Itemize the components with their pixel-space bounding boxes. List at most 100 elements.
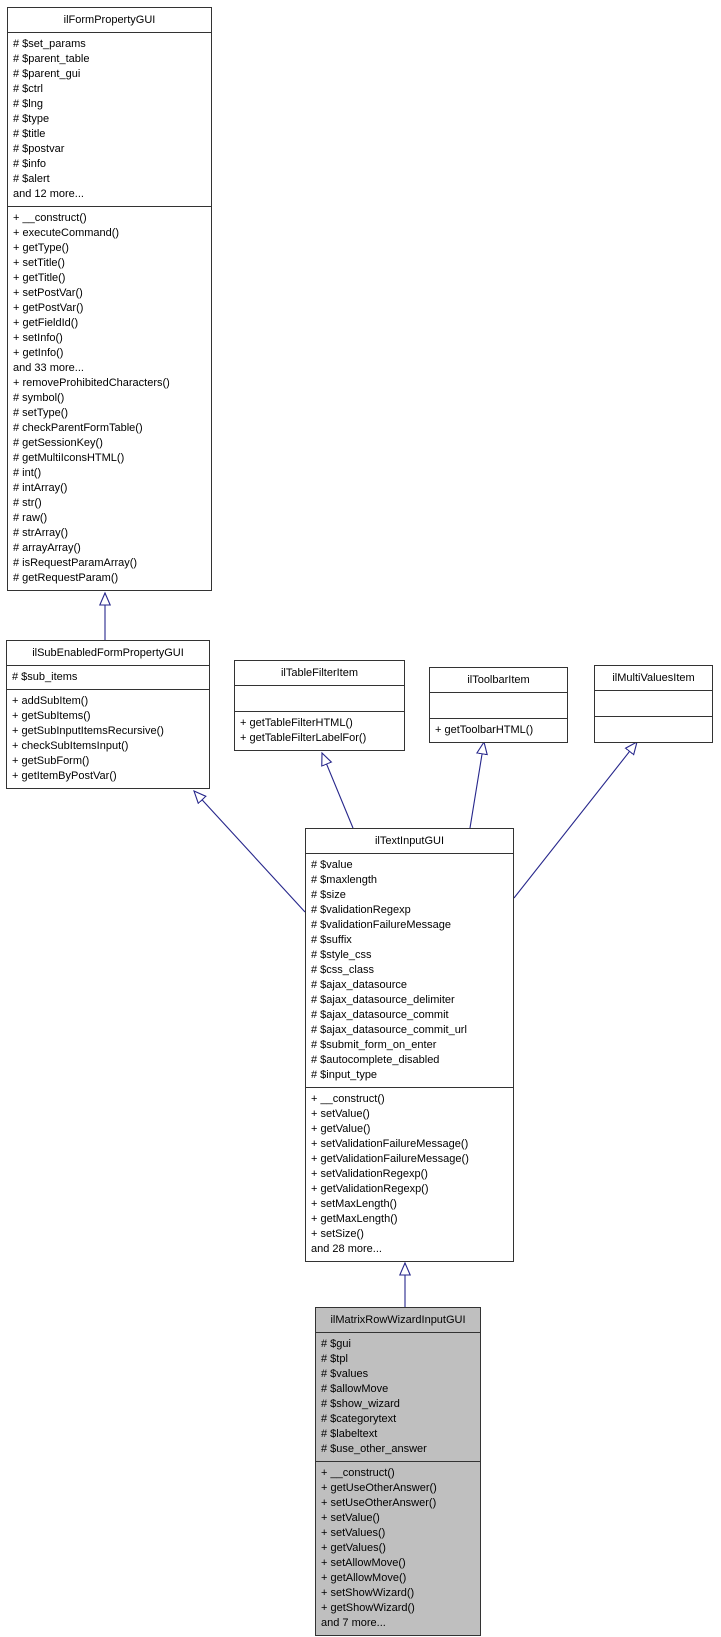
- attribute-row: # $input_type: [311, 1069, 378, 1081]
- inheritance-edge-ilTextInputGUI-to-ilMultiValuesItem: [513, 742, 637, 899]
- method-row: # setType(): [13, 407, 69, 419]
- attributes-section: # $gui # $tpl # $values # $allowMove # $show…: [316, 1332, 480, 1461]
- method-row: # int(): [13, 467, 42, 479]
- attribute-row: # $value: [311, 859, 353, 871]
- attribute-row: # $parent_gui: [13, 68, 81, 80]
- attribute-row: # $lng: [13, 98, 43, 110]
- method-row: + getValues(): [321, 1542, 386, 1554]
- class-box-ilMatrixRowWizardInputGUI[interactable]: ilMatrixRowWizardInputGUI# $gui# $tpl# $…: [315, 1307, 481, 1636]
- method-row: + getTableFilterLabelFor(): [240, 732, 367, 744]
- method-row: + setValue(): [321, 1512, 380, 1524]
- method-row: + executeCommand(): [13, 227, 120, 239]
- methods-section: + __construct() + setValue() + getValue() +…: [306, 1087, 513, 1261]
- methods-section: + __construct()+ executeCommand()+ getTy…: [8, 206, 211, 590]
- methods-section: + getTableFilterHTML() + getTableFilterLa…: [235, 711, 404, 750]
- method-row: + __construct(): [321, 1467, 395, 1479]
- method-row: # intArray(): [13, 482, 68, 494]
- class-title[interactable]: ilToolbarItem: [467, 674, 530, 686]
- method-row: + getValue(): [311, 1123, 371, 1135]
- attributes-section: [235, 685, 404, 711]
- method-row: + getPostVar(): [13, 302, 84, 314]
- attribute-row: # $use_other_answer: [321, 1443, 427, 1455]
- method-row: # getMultiIconsHTML(): [13, 452, 125, 464]
- attribute-row: # $categorytext: [321, 1413, 397, 1425]
- inheritance-edge-ilTextInputGUI-to-ilTableFilterItem: [322, 753, 354, 829]
- attribute-row: # $parent_table: [13, 53, 90, 65]
- method-row: + getSubForm(): [12, 755, 90, 767]
- methods-section: + __construct() + getUseOtherAnswer() + se…: [316, 1461, 480, 1635]
- method-row: + getFieldId(): [13, 317, 79, 329]
- method-row: + getToolbarHTML(): [435, 724, 534, 736]
- class-box-ilFormPropertyGUI[interactable]: ilFormPropertyGUI# $set_params# $parent_…: [7, 7, 212, 591]
- attribute-row: # $style_css: [311, 949, 372, 961]
- method-row: + getValidationFailureMessage(): [311, 1153, 469, 1165]
- attribute-row: # $validationFailureMessage: [311, 919, 452, 931]
- method-row: + setValidationRegexp(): [311, 1168, 428, 1180]
- method-row: + __construct(): [311, 1093, 385, 1105]
- method-row: # symbol(): [13, 392, 65, 404]
- class-box-ilTextInputGUI[interactable]: ilTextInputGUI # $value # $maxlength # $siz…: [305, 828, 514, 1262]
- method-row: + getMaxLength(): [311, 1213, 398, 1225]
- attributes-section: # $sub_items: [7, 665, 209, 689]
- attribute-row: # $suffix: [311, 934, 352, 946]
- attribute-row: # $ctrl: [13, 83, 43, 95]
- attribute-row: # $title: [13, 128, 46, 140]
- method-row: + getUseOtherAnswer(): [321, 1482, 437, 1494]
- method-row: + getTableFilterHTML(): [240, 717, 353, 729]
- attribute-row: and 12 more...: [13, 188, 84, 200]
- method-row: # checkParentFormTable(): [13, 422, 143, 434]
- method-row: + setTitle(): [13, 257, 65, 269]
- method-row: and 7 more...: [321, 1617, 386, 1629]
- attribute-row: # $autocomplete_disabled: [311, 1054, 440, 1066]
- attribute-row: # $submit_form_on_enter: [311, 1039, 437, 1051]
- class-title[interactable]: ilMultiValuesItem: [612, 672, 695, 684]
- attributes-section: [430, 692, 567, 718]
- attribute-row: # $ajax_datasource_commit_url: [311, 1024, 467, 1036]
- attribute-row: # $ajax_datasource_delimiter: [311, 994, 455, 1006]
- attribute-row: # $values: [321, 1368, 369, 1380]
- attribute-row: # $postvar: [13, 143, 65, 155]
- methods-section: + addSubItem() + getSubItems() + getSubInp…: [7, 689, 209, 788]
- class-box-ilMultiValuesItem[interactable]: ilMultiValuesItem: [594, 665, 713, 743]
- method-row: + setValidationFailureMessage(): [311, 1138, 469, 1150]
- method-row: # str(): [13, 497, 42, 509]
- method-row: + setUseOtherAnswer(): [321, 1497, 437, 1509]
- method-row: + getSubInputItemsRecursive(): [12, 725, 164, 737]
- method-row: + getItemByPostVar(): [12, 770, 117, 782]
- attribute-row: # $ajax_datasource_commit: [311, 1009, 449, 1021]
- method-row: + getValidationRegexp(): [311, 1183, 429, 1195]
- attribute-row: # $maxlength: [311, 874, 378, 886]
- class-title[interactable]: ilFormPropertyGUI: [63, 14, 156, 26]
- method-row: # getRequestParam(): [13, 572, 119, 584]
- methods-section: [595, 716, 712, 742]
- attribute-row: # $allowMove: [321, 1383, 389, 1395]
- attribute-row: # $gui: [321, 1338, 351, 1350]
- method-row: + checkSubItemsInput(): [12, 740, 129, 752]
- method-row: + setAllowMove(): [321, 1557, 406, 1569]
- attribute-row: # $tpl: [321, 1353, 348, 1365]
- method-row: + getSubItems(): [12, 710, 91, 722]
- class-box-ilToolbarItem[interactable]: ilToolbarItem + getToolbarHTML(): [429, 667, 568, 743]
- attribute-row: # $ajax_datasource: [311, 979, 408, 991]
- class-title[interactable]: ilTextInputGUI: [374, 835, 445, 847]
- method-row: + removeProhibitedCharacters(): [13, 377, 170, 389]
- inheritance-edge-ilTextInputGUI-to-ilSubEnabledFormPropertyGUI: [194, 791, 306, 913]
- class-title[interactable]: ilTableFilterItem: [280, 667, 359, 679]
- method-row: and 28 more...: [311, 1243, 382, 1255]
- class-title[interactable]: ilSubEnabledFormPropertyGUI: [32, 647, 184, 659]
- class-box-ilSubEnabledFormPropertyGUI[interactable]: ilSubEnabledFormPropertyGUI# $sub_items+…: [6, 640, 210, 789]
- method-row: # getSessionKey(): [13, 437, 103, 449]
- method-row: + addSubItem(): [12, 695, 89, 707]
- attribute-row: # $size: [311, 889, 346, 901]
- method-row: + setPostVar(): [13, 287, 83, 299]
- class-title[interactable]: ilMatrixRowWizardInputGUI: [330, 1314, 466, 1326]
- attribute-row: # $show_wizard: [321, 1398, 400, 1410]
- method-row: + getTitle(): [13, 272, 66, 284]
- methods-section: + getToolbarHTML(): [430, 718, 567, 742]
- method-row: + setInfo(): [13, 332, 63, 344]
- method-row: + setValue(): [311, 1108, 370, 1120]
- class-box-ilTableFilterItem[interactable]: ilTableFilterItem+ getTableFilterHTML()+…: [234, 660, 405, 751]
- attribute-row: # $type: [13, 113, 50, 125]
